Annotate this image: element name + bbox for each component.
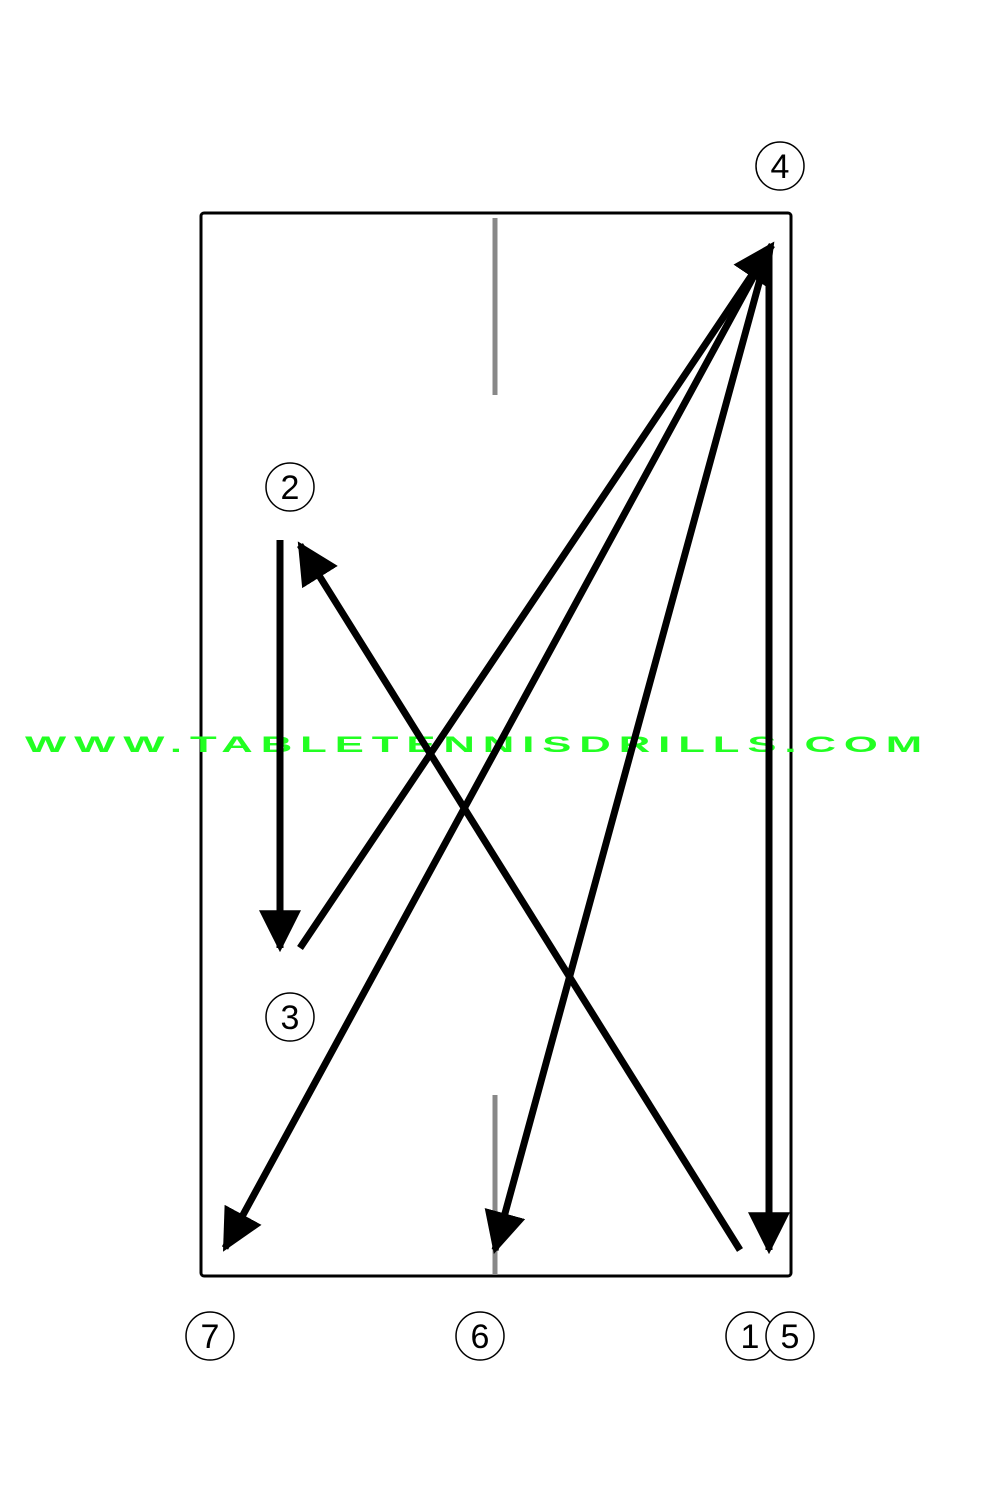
marker-label: 2 xyxy=(281,469,300,507)
marker-label: 3 xyxy=(281,999,300,1037)
marker-5: 5 xyxy=(765,1311,815,1361)
marker-4: 4 xyxy=(755,141,805,191)
marker-label: 1 xyxy=(741,1318,760,1356)
marker-1: 1 xyxy=(725,1311,775,1361)
marker-circle xyxy=(185,1311,235,1361)
marker-3: 3 xyxy=(265,992,315,1042)
arrow-3-to-4 xyxy=(297,241,775,950)
arrow-4-to-6 xyxy=(484,249,772,1255)
arrow-4-to-7 xyxy=(221,248,772,1252)
marker-circle xyxy=(765,1311,815,1361)
marker-label: 5 xyxy=(781,1318,800,1356)
marker-7: 7 xyxy=(185,1311,235,1361)
marker-circle xyxy=(455,1311,505,1361)
marker-6: 6 xyxy=(455,1311,505,1361)
marker-label: 7 xyxy=(201,1318,220,1356)
arrow-1-to-2 xyxy=(297,541,743,1252)
trajectories xyxy=(221,241,790,1255)
marker-circle xyxy=(755,141,805,191)
watermark: WWW.TABLETENNISDRILLS.COM xyxy=(25,732,930,757)
table-outline xyxy=(199,211,793,1278)
marker-2: 2 xyxy=(265,462,315,512)
marker-label: 6 xyxy=(471,1318,490,1356)
marker-circle xyxy=(265,992,315,1042)
marker-circle xyxy=(265,462,315,512)
marker-label: 4 xyxy=(771,148,790,186)
